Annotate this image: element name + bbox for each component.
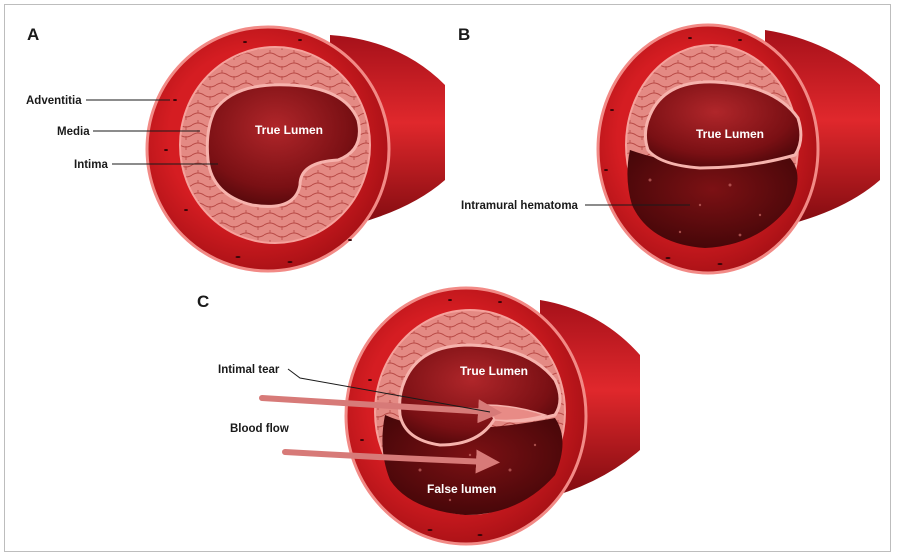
panel-c-true-lumen-label: True Lumen <box>460 364 528 378</box>
panel-a-true-lumen-label: True Lumen <box>255 123 323 137</box>
panel-a-adventitia-label: Adventitia <box>26 95 82 107</box>
panel-b-letter: B <box>458 25 470 44</box>
panel-c-false-lumen-label: False lumen <box>427 482 496 496</box>
panel-c: C True Lumen False lumen <box>197 288 640 544</box>
panel-a: A True Lumen Adventitia Media Intima <box>26 25 445 271</box>
panel-b-hematoma-label: Intramural hematoma <box>461 200 579 212</box>
panel-c-letter: C <box>197 292 209 311</box>
panel-a-intima-label: Intima <box>74 159 108 171</box>
panel-c-blood-flow-label: Blood flow <box>230 423 289 435</box>
panel-b-true-lumen-label: True Lumen <box>696 127 764 141</box>
panel-c-intimal-tear-label: Intimal tear <box>218 364 280 376</box>
panel-a-letter: A <box>27 25 39 44</box>
panel-b: B True Lumen Intramural hematoma <box>458 25 880 273</box>
panel-a-media-label: Media <box>57 126 90 138</box>
